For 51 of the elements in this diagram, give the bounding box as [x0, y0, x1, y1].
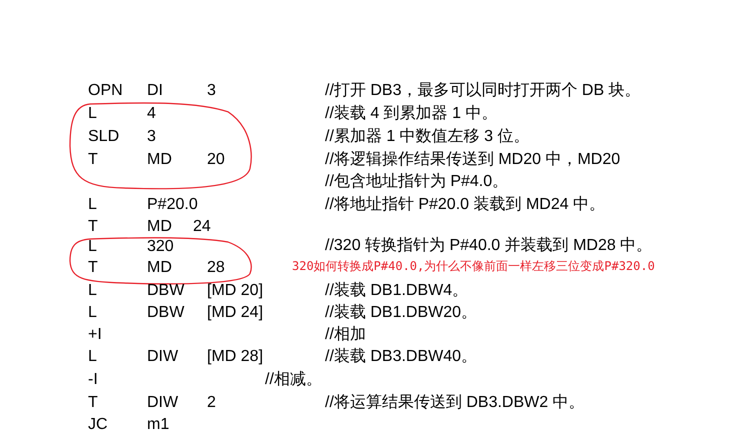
code-token: DBW	[147, 281, 184, 301]
code-token: L	[88, 303, 97, 323]
code-token: +I	[88, 325, 102, 345]
code-comment: //将地址指针 P#20.0 装载到 MD24 中。	[325, 195, 606, 215]
code-token: JC	[88, 415, 108, 435]
code-token: [MD 20]	[207, 281, 264, 301]
code-token: 320	[147, 237, 174, 257]
code-comment: //打开 DB3，最多可以同时打开两个 DB 块。	[325, 81, 641, 101]
code-comment: //将逻辑操作结果传送到 MD20 中，MD20	[325, 150, 620, 170]
code-token: DI	[147, 81, 163, 101]
code-token: L	[88, 347, 97, 367]
code-token: 4	[147, 104, 156, 124]
code-token: P#20.0	[147, 195, 198, 215]
code-token: 3	[207, 81, 216, 101]
code-token: L	[88, 237, 97, 257]
handwritten-note: 320如何转换成P#40.0,为什么不像前面一样左移三位变成P#320.0	[292, 258, 655, 274]
code-token: L	[88, 281, 97, 301]
code-token: L	[88, 195, 97, 215]
code-token: T	[88, 217, 98, 237]
code-token: DIW	[147, 347, 178, 367]
code-token: MD	[147, 217, 172, 237]
code-comment: //累加器 1 中数值左移 3 位。	[325, 127, 530, 147]
code-token: 2	[207, 393, 216, 413]
code-comment: //装载 4 到累加器 1 中。	[325, 104, 498, 124]
code-token: OPN	[88, 81, 123, 101]
code-token: T	[88, 393, 98, 413]
code-token: [MD 28]	[207, 347, 264, 367]
code-comment: //相加	[325, 325, 366, 345]
code-comment: //装载 DB1.DBW20。	[325, 303, 478, 323]
code-comment: //320 转换指针为 P#40.0 并装载到 MD28 中。	[325, 236, 652, 256]
code-token: m1	[147, 415, 170, 435]
code-token: 3	[147, 127, 156, 147]
code-token: -I	[88, 370, 98, 390]
code-token: L	[88, 104, 97, 124]
code-token: T	[88, 150, 98, 170]
code-token: DIW	[147, 393, 178, 413]
code-comment: //包含地址指针为 P#4.0。	[325, 172, 508, 192]
code-comment: //将运算结果传送到 DB3.DBW2 中。	[325, 393, 585, 413]
code-token: DBW	[147, 303, 184, 323]
code-token: 28	[207, 258, 225, 278]
code-token: MD	[147, 258, 172, 278]
code-token: 24	[193, 217, 211, 237]
code-token: T	[88, 258, 98, 278]
code-token: MD	[147, 150, 172, 170]
code-token: 20	[207, 150, 225, 170]
code-comment: //装载 DB1.DBW4。	[325, 281, 468, 301]
hand-drawn-loop	[68, 101, 254, 191]
code-token: [MD 24]	[207, 303, 264, 323]
code-comment: //相减。	[265, 370, 322, 390]
code-token: SLD	[88, 127, 120, 147]
code-comment: //装载 DB3.DBW40。	[325, 347, 478, 367]
